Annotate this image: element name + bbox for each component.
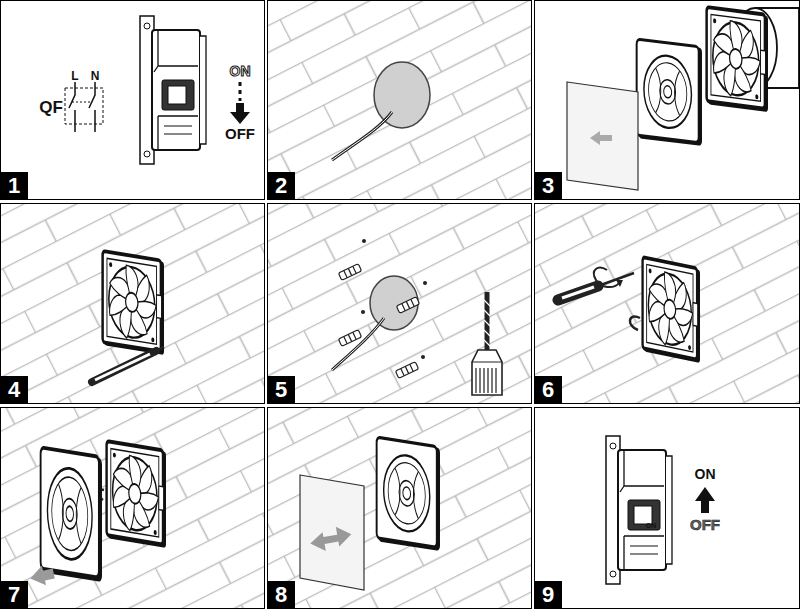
step-panel: 4	[0, 203, 265, 404]
step-panel: 3	[534, 0, 800, 200]
breaker-name: QF	[39, 99, 63, 116]
switch-state: OFF	[690, 517, 720, 532]
step-number: 2	[267, 172, 295, 200]
step-number: 5	[267, 376, 295, 404]
lever-marking: ON	[646, 522, 657, 529]
line-terminal: L	[71, 70, 78, 82]
step-number: 6	[534, 376, 562, 404]
fit-front-panel	[28, 441, 166, 588]
step-panel: 8	[267, 407, 532, 609]
step-panel: 2	[267, 0, 532, 200]
fan-exploded	[567, 7, 799, 190]
mark-holes	[92, 251, 164, 382]
step-number: 7	[0, 581, 28, 609]
step-panel: 7	[0, 407, 265, 609]
step-panel: 5	[267, 203, 532, 404]
circuit-breaker	[606, 436, 672, 584]
switch-state: OFF	[225, 126, 255, 141]
step-panel: 9	[534, 407, 800, 609]
on-arrow	[695, 487, 715, 513]
step-panel: 6	[534, 203, 800, 404]
step-number: 1	[0, 172, 28, 200]
neutral-terminal: N	[91, 70, 100, 82]
switch-state: ON	[230, 64, 251, 78]
qf-schematic	[65, 82, 103, 132]
step-number: 3	[534, 172, 562, 200]
drill-dowels	[332, 239, 502, 395]
fit-cover	[300, 437, 440, 590]
step-number: 9	[534, 581, 562, 609]
step-number: 4	[0, 376, 28, 404]
wall-hole	[332, 62, 430, 160]
step-number: 8	[267, 581, 295, 609]
switch-state: ON	[695, 467, 716, 481]
circuit-breaker	[140, 16, 206, 164]
off-arrow	[230, 82, 250, 124]
screw-fan	[558, 257, 700, 363]
